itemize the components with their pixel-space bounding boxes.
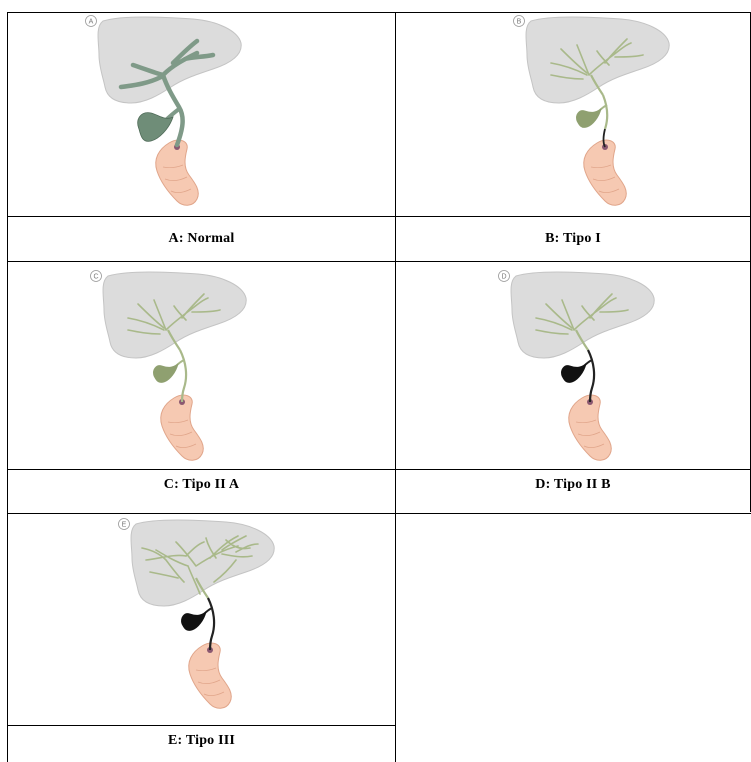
figure-panel-e: E: [8, 514, 395, 725]
caption-a: A: Normal: [8, 217, 395, 261]
figure-panel-d: D: [396, 262, 750, 469]
letter-badge-text: B: [517, 19, 522, 26]
letter-badge-text: A: [89, 19, 94, 26]
illustration-group: D: [499, 271, 655, 461]
figure-panel-b: B: [396, 13, 750, 216]
figure-panel-a: A: [8, 13, 395, 216]
illustration-group: B: [514, 16, 670, 206]
liver-shape: [103, 272, 246, 358]
common-bile-duct: [603, 95, 607, 129]
biliary-illustration-tipo2b: D: [396, 262, 750, 469]
gallbladder: [181, 612, 206, 631]
distal-common-bile-duct: [604, 129, 606, 147]
biliary-illustration-tipo2a: C: [8, 262, 395, 469]
caption-e: E: Tipo III: [8, 726, 395, 756]
gallbladder: [153, 364, 178, 383]
biliary-illustration-normal: A: [8, 13, 395, 216]
caption-d: D: Tipo II B: [396, 470, 750, 500]
letter-badge-text: E: [122, 522, 127, 529]
common-bile-duct: [588, 350, 594, 402]
gallbladder: [561, 364, 586, 383]
caption-c: C: Tipo II A: [8, 470, 395, 500]
liver-shape: [131, 520, 274, 606]
illustration-group: A: [86, 16, 242, 206]
illustration-group: E: [119, 519, 275, 709]
common-bile-duct: [180, 350, 186, 402]
figure-panel-c: C: [8, 262, 395, 469]
gallbladder: [576, 109, 601, 128]
caption-b: B: Tipo I: [396, 217, 750, 261]
biliary-illustration-tipo3: E: [8, 514, 395, 725]
liver-shape: [511, 272, 654, 358]
biliary-illustration-tipo1: B: [396, 13, 750, 216]
common-bile-duct: [208, 598, 214, 650]
letter-badge-text: C: [93, 274, 98, 281]
letter-badge-text: D: [501, 274, 506, 281]
illustration-group: C: [91, 271, 247, 461]
liver-shape: [526, 17, 669, 103]
